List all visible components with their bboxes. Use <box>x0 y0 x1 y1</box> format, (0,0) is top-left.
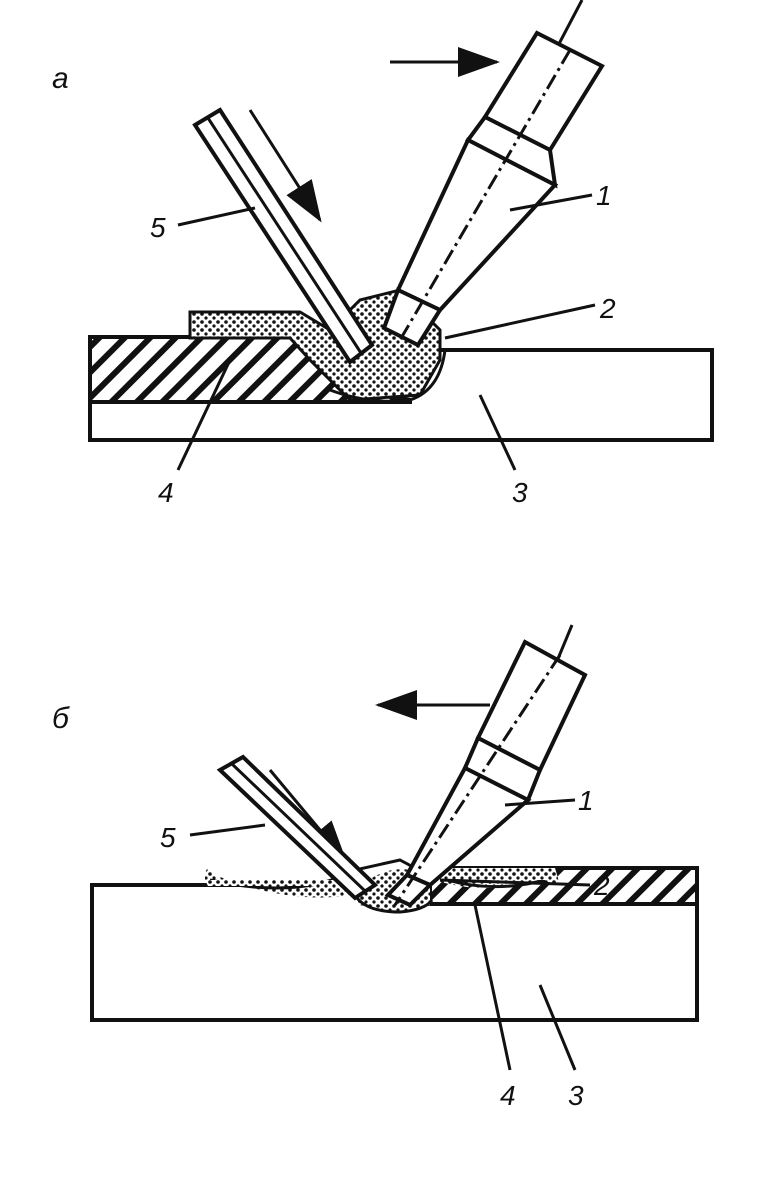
label-wire: 5 <box>160 822 176 853</box>
label-pool: 2 <box>599 293 616 324</box>
label-layer: 4 <box>158 477 174 508</box>
label-wire: 5 <box>150 212 166 243</box>
label-pool: 2 <box>593 870 610 901</box>
label-layer: 4 <box>500 1080 516 1111</box>
wire-feed-arrow <box>248 109 322 223</box>
weld-pool-2 <box>205 868 550 912</box>
panel-a: а 1 2 5 4 3 <box>52 0 714 508</box>
label-torch: 1 <box>578 785 594 816</box>
torch-1 <box>384 624 588 908</box>
weld-bead <box>353 894 434 914</box>
torch-1 <box>381 0 605 348</box>
label-base: 3 <box>568 1080 584 1111</box>
panel-b: б 1 2 5 4 3 <box>52 624 699 1111</box>
weld-bead <box>329 349 447 403</box>
panel-b-label: б <box>52 702 70 735</box>
label-torch: 1 <box>596 180 612 211</box>
label-base: 3 <box>512 477 528 508</box>
panel-a-label: а <box>52 62 69 95</box>
